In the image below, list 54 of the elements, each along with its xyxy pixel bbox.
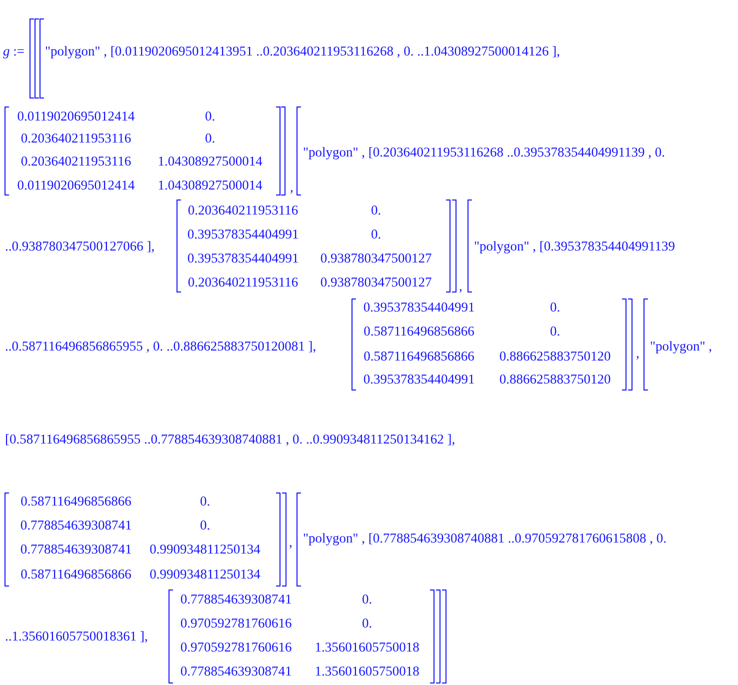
matrix-entry: 0.395378354404991 [363, 372, 475, 388]
matrix-entry: 0. [370, 204, 382, 218]
matrix-entry: 0.587116496856866 [20, 494, 132, 510]
expression-text: "polygon" , [0.778854639308740881 ..0.970592781760615808 , 0. [303, 532, 667, 546]
matrix-entry: 0. [550, 300, 560, 316]
matrix-entry: 0.587116496856866 [20, 568, 132, 582]
separator-comma: , [636, 346, 640, 362]
expression-text: "polygon" , [0.0119020695012413951 ..0.203640211953116268 , 0. ..1.04308927500014126 ], [45, 44, 560, 60]
matrix-entry: 0.587116496856866 [364, 324, 474, 340]
matrix-entry: 0.990934811250134 [150, 542, 260, 558]
matrix-entry: 0.778854639308741 [180, 592, 292, 608]
matrix-entry: 0.938780347500127 [320, 252, 432, 266]
matrix-entry: 0.938780347500127 [320, 276, 432, 290]
matrix-entry: 0.778854639308741 [20, 542, 132, 558]
matrix-entry: 0.203640211953116 [188, 276, 298, 290]
expression-text: "polygon" , [0.203640211953116268 ..0.395378354404991139 , 0. [303, 146, 666, 160]
matrix-entry: 0. [200, 518, 210, 534]
expression-text: [0.587116496856865955 ..0.778854639308740881 , 0. ..0.990934811250134162 ], [5, 432, 456, 448]
matrix-entry: 0.203640211953116 [20, 132, 132, 146]
matrix-entry: 0.970592781760616 [180, 640, 292, 656]
matrix-entry: 1.04308927500014 [158, 154, 262, 170]
matrix-entry: 0.886625883750120 [499, 372, 611, 388]
matrix-entry: 1.35601605750018 [314, 664, 420, 680]
matrix-entry: 0.395378354404991 [187, 228, 299, 242]
matrix-entry: 0.886625883750120 [499, 350, 611, 364]
expression-text: ..0.587116496856865955 , 0. ..0.886625883750120081 ], [5, 340, 316, 354]
separator-comma: , [459, 280, 462, 294]
matrix-entry: 0.970592781760616 [180, 616, 292, 632]
expression-text: "polygon" , [0.395378354404991139 [474, 240, 676, 254]
matrix-entry: 0. [200, 494, 210, 510]
matrix-entry: 1.04308927500014 [158, 178, 262, 194]
matrix-entry: 0.203640211953116 [20, 154, 132, 170]
matrix-entry: 0.203640211953116 [188, 204, 298, 218]
matrix-entry: 0.778854639308741 [180, 664, 292, 680]
matrix-entry: 0.0119020695012414 [17, 110, 135, 124]
matrix-entry: 0.990934811250134 [150, 568, 260, 582]
separator-comma: , [289, 536, 292, 550]
matrix-entry: 0.587116496856866 [364, 350, 474, 364]
expression-text: ..1.35601605750018361 ], [5, 630, 148, 644]
matrix-entry: 0. [204, 132, 216, 146]
matrix-entry: 0.395378354404991 [363, 300, 475, 316]
matrix-entry: 1.35601605750018 [314, 640, 420, 656]
assignment-symbol: g := [3, 44, 24, 60]
matrix-entry: 0. [362, 616, 372, 632]
expression-text: ..0.938780347500127066 ], [5, 240, 155, 254]
matrix-entry: 0.0119020695012414 [17, 178, 135, 194]
matrix-entry: 0. [550, 324, 560, 340]
matrix-entry: 0.778854639308741 [20, 518, 132, 534]
separator-comma: , [290, 180, 294, 196]
matrix-entry: 0. [362, 592, 372, 608]
expression-text: "polygon" , [650, 340, 712, 354]
matrix-entry: 0. [204, 110, 216, 124]
matrix-entry: 0. [370, 228, 382, 242]
matrix-entry: 0.395378354404991 [187, 252, 299, 266]
